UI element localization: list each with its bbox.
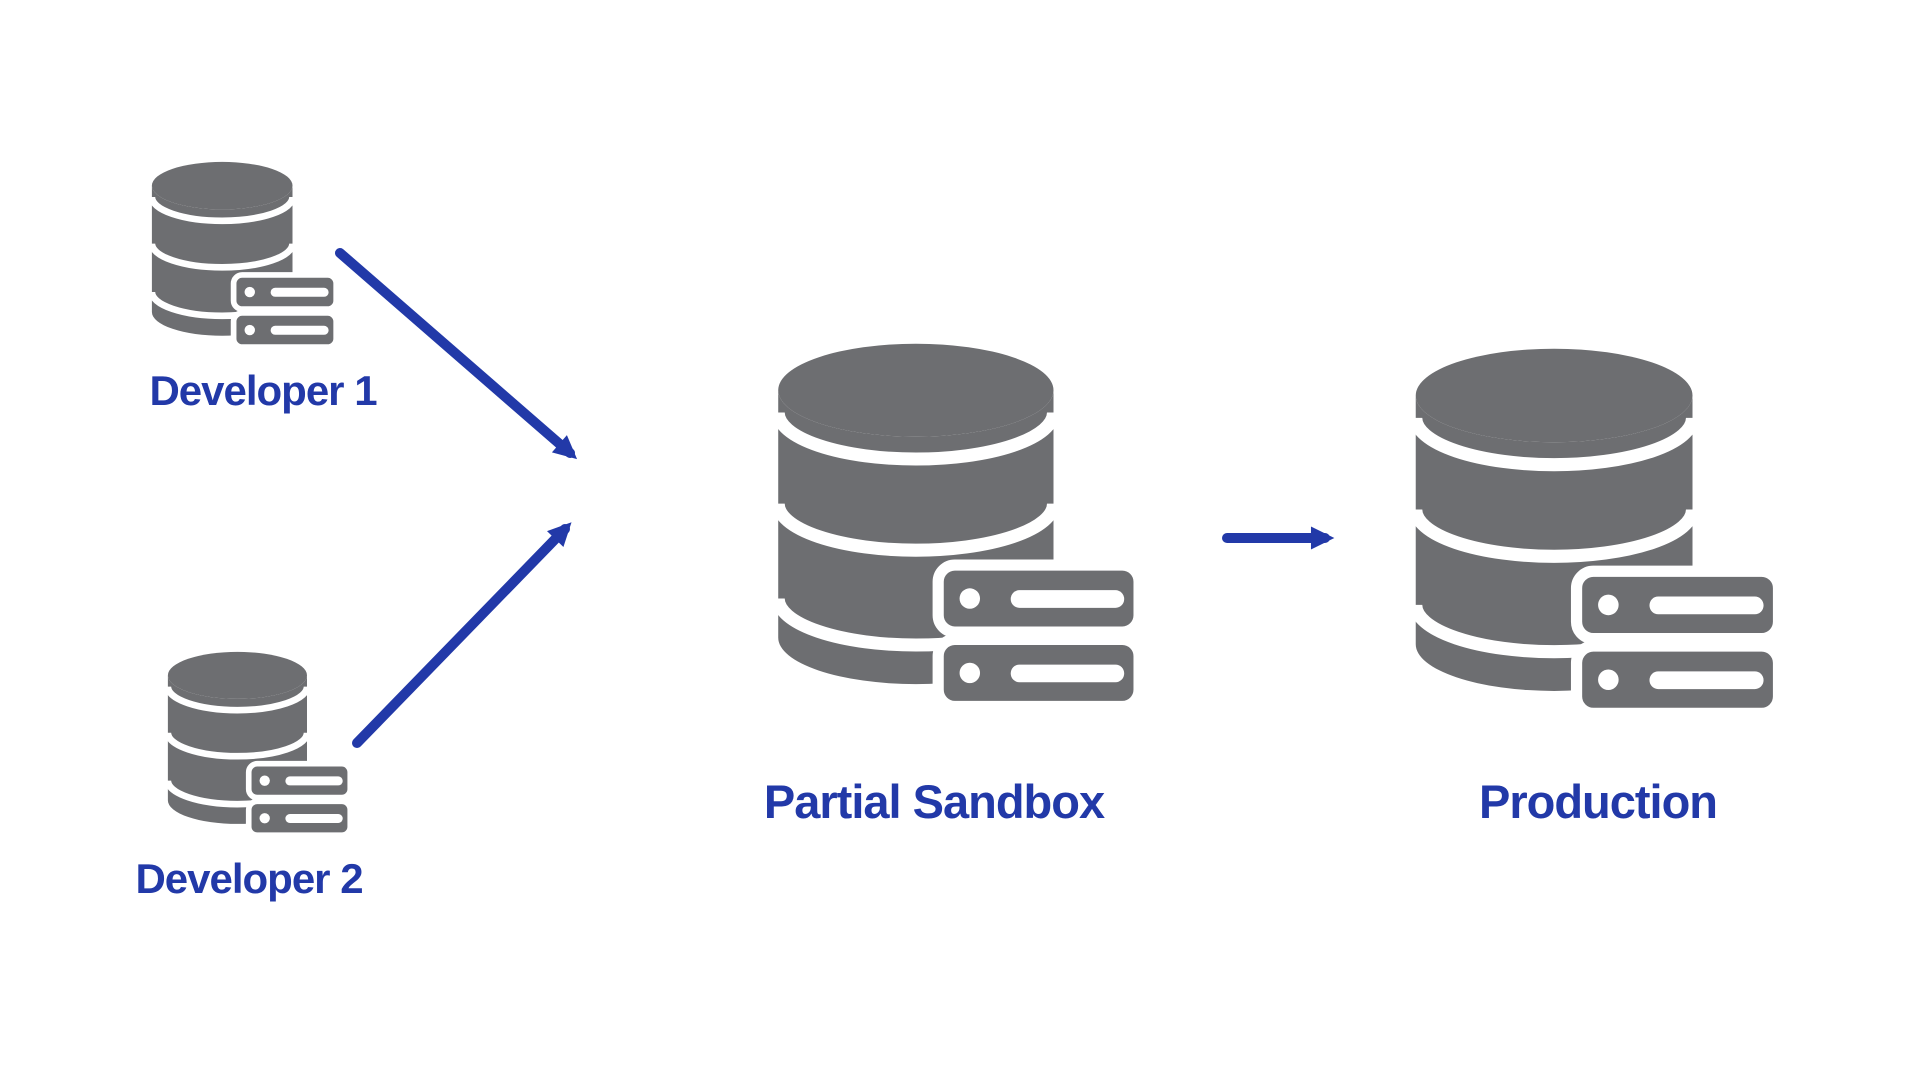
arrow-developer-1-to-partial-sandbox	[335, 248, 578, 460]
node-production	[1412, 344, 1786, 720]
node-label-partial-sandbox: Partial Sandbox	[763, 775, 1105, 828]
database-server-icon	[150, 160, 340, 350]
database-server-icon	[773, 340, 1148, 712]
node-developer-2	[165, 650, 355, 838]
node-label-production: Production	[1478, 775, 1718, 828]
arrow-developer-2-to-partial-sandbox	[352, 522, 572, 748]
database-server-icon	[1412, 344, 1786, 720]
database-server-icon	[165, 650, 355, 838]
node-label-developer-1: Developer 1	[149, 367, 377, 414]
node-label-developer-2: Developer 2	[135, 855, 363, 902]
node-partial-sandbox	[773, 340, 1148, 712]
node-developer-1	[150, 160, 340, 350]
